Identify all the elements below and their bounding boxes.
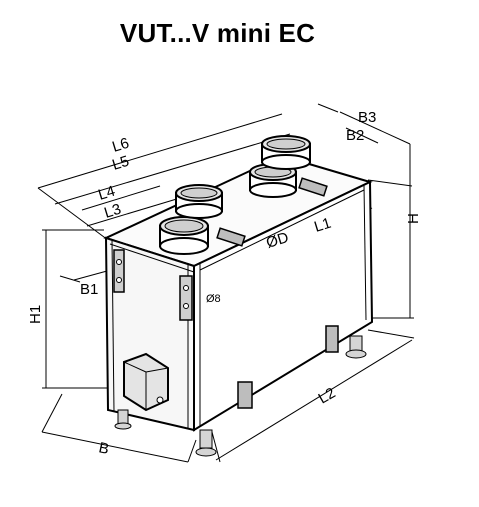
unit-feet [114, 335, 367, 457]
top-latch-right [298, 177, 328, 197]
side-latch-lower [237, 381, 253, 409]
dim-diameter-label: ØD [264, 229, 291, 252]
dim-h-label: H [405, 213, 422, 224]
spigot-front-left [159, 216, 209, 255]
mounting-bracket-left [113, 249, 125, 293]
dim-b-label: B [97, 439, 110, 458]
dim-b1-label: B1 [80, 281, 98, 298]
dim-l2-label: L2 [316, 384, 339, 407]
dim-hole-label: Ø8 [206, 293, 221, 305]
spigot-front-right [175, 184, 223, 219]
control-box [123, 352, 169, 412]
diagram-title: VUT...V mini EC [119, 18, 316, 48]
dim-l6-label: L6 [110, 135, 131, 156]
dim-b3-label: B3 [358, 109, 376, 126]
dim-b2-label: B2 [346, 127, 364, 144]
side-latch-upper [325, 325, 339, 353]
top-latch-left [216, 227, 246, 247]
mounting-bracket-right [179, 275, 193, 321]
dim-l4-label: L4 [96, 183, 117, 204]
dim-l1-label: L1 [312, 215, 333, 236]
dimension-lines [37, 103, 415, 463]
dim-h1-label: H1 [27, 305, 44, 324]
spigot-rear-right [261, 135, 311, 170]
dim-l3-label: L3 [102, 201, 123, 222]
dim-l5-label: L5 [110, 153, 131, 174]
